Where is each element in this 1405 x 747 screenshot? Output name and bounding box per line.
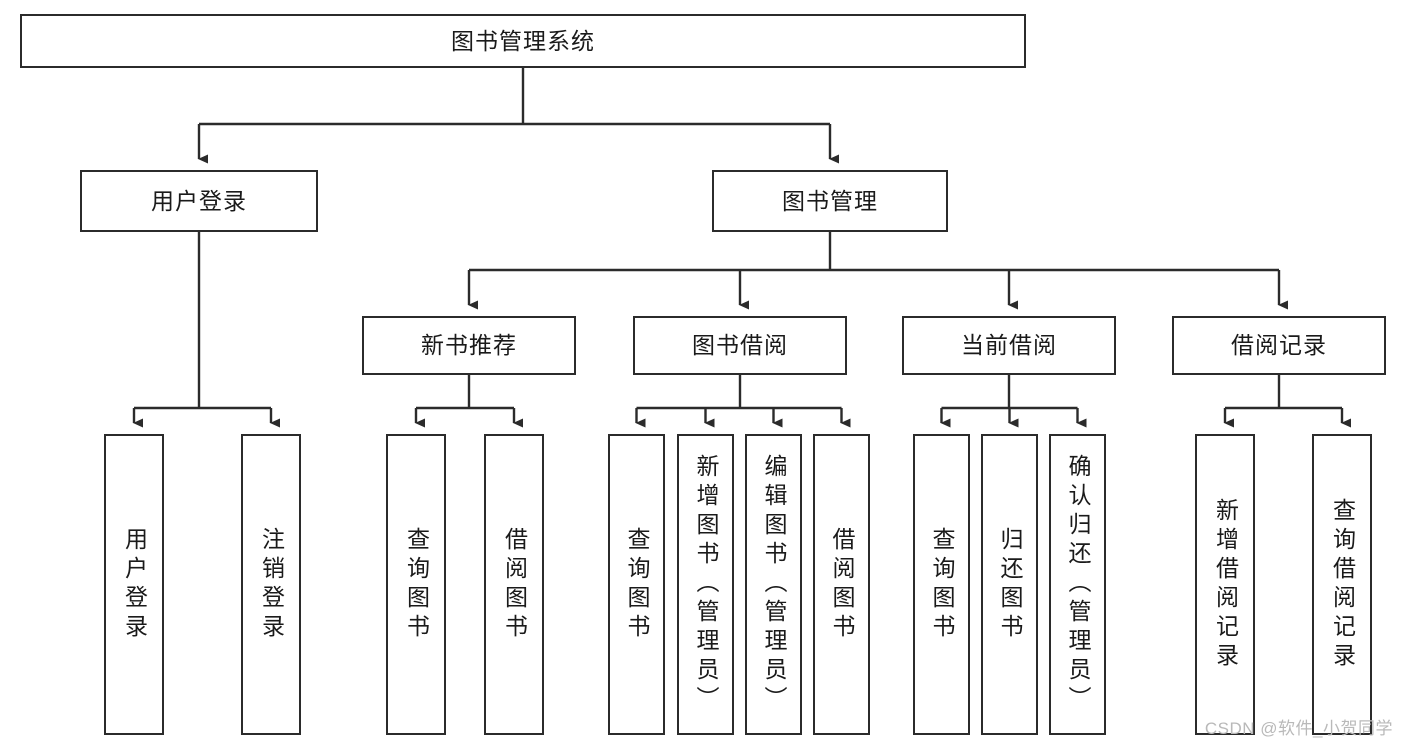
node-label: 确认归还（管理员） [1065, 454, 1091, 715]
branch-node[interactable]: 新书推荐 [362, 316, 576, 375]
node-label: 查询图书 [624, 526, 650, 643]
branch-node[interactable]: 图书借阅 [633, 316, 847, 375]
root-node[interactable]: 图书管理系统 [20, 14, 1026, 68]
node-label: 查询借阅记录 [1329, 497, 1356, 672]
leaf-node[interactable]: 新增图书（管理员） [677, 434, 734, 735]
branch-node[interactable]: 用户登录 [80, 170, 318, 232]
branch-node[interactable]: 借阅记录 [1172, 316, 1386, 375]
node-label: 归还图书 [997, 526, 1023, 643]
branch-node[interactable]: 图书管理 [712, 170, 948, 232]
node-label: 编辑图书（管理员） [761, 454, 787, 715]
leaf-node[interactable]: 查询图书 [913, 434, 970, 735]
node-label: 图书借阅 [692, 332, 788, 358]
leaf-node[interactable]: 注销登录 [241, 434, 301, 735]
node-label: 借阅记录 [1231, 332, 1327, 358]
node-label: 借阅图书 [829, 526, 855, 643]
csdn-watermark: CSDN @软件_小贺同学 [1204, 719, 1393, 738]
leaf-node[interactable]: 编辑图书（管理员） [745, 434, 802, 735]
leaf-node[interactable]: 查询图书 [608, 434, 665, 735]
leaf-node[interactable]: 借阅图书 [813, 434, 870, 735]
node-label: 注销登录 [258, 526, 285, 643]
leaf-node[interactable]: 查询图书 [386, 434, 446, 735]
node-label: 当前借阅 [961, 332, 1057, 358]
node-label: 图书管理系统 [451, 27, 595, 54]
leaf-node[interactable]: 用户登录 [104, 434, 164, 735]
node-label: 新书推荐 [421, 332, 517, 358]
node-label: 查询图书 [403, 526, 430, 643]
leaf-node[interactable]: 查询借阅记录 [1312, 434, 1372, 735]
branch-node[interactable]: 当前借阅 [902, 316, 1116, 375]
node-label: 新增图书（管理员） [693, 454, 719, 715]
leaf-node[interactable]: 新增借阅记录 [1195, 434, 1255, 735]
leaf-node[interactable]: 归还图书 [981, 434, 1038, 735]
node-label: 用户登录 [121, 526, 148, 643]
leaf-node[interactable]: 确认归还（管理员） [1049, 434, 1106, 735]
node-label: 用户登录 [151, 187, 247, 214]
node-label: 查询图书 [929, 526, 955, 643]
node-label: 图书管理 [782, 187, 878, 214]
node-label: 新增借阅记录 [1212, 497, 1239, 672]
node-label: 借阅图书 [501, 526, 528, 643]
leaf-node[interactable]: 借阅图书 [484, 434, 544, 735]
